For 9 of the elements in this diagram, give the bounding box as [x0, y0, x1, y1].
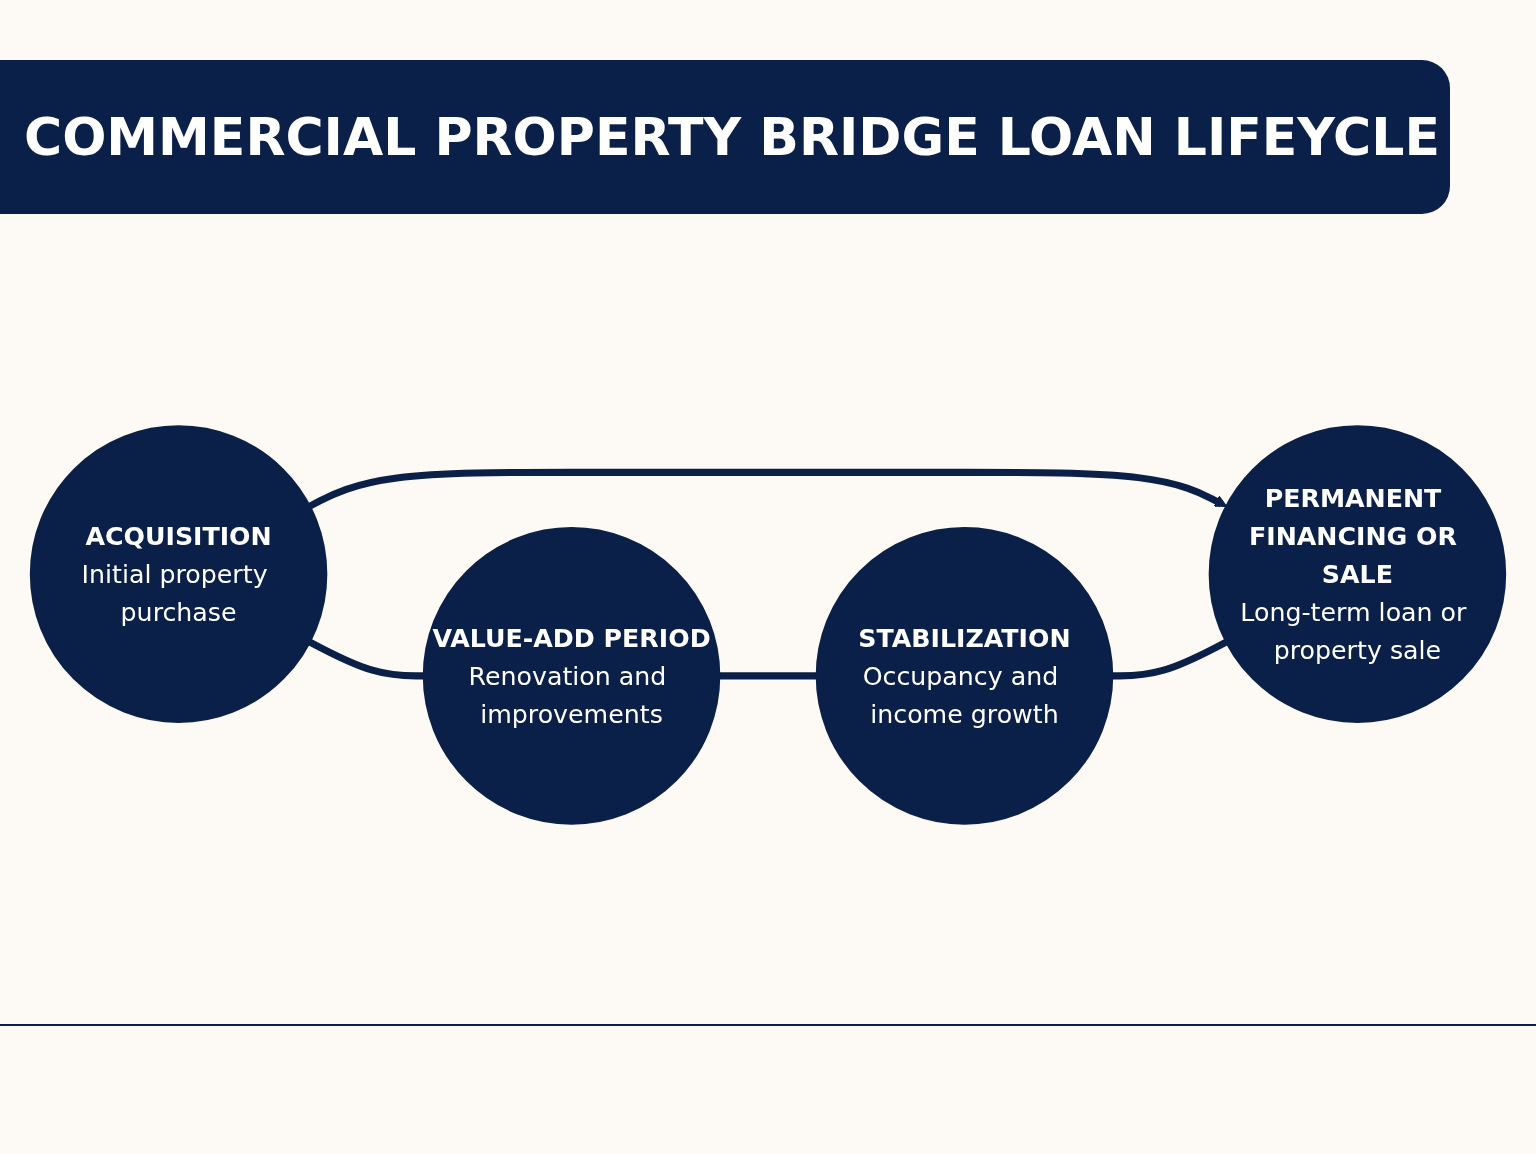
- arrow: [307, 468, 1228, 510]
- connector: [1111, 638, 1229, 680]
- connector: [307, 638, 425, 680]
- node-circle: PERMANENT FINANCING OR SALE Long-term loan or property sale: [1208, 425, 1507, 723]
- node-circle: VALUE-ADD PERIOD Renovation and improvements: [422, 527, 721, 825]
- title: COMMERCIAL PROPERTY BRIDGE LOAN LIFEYCLE: [0, 60, 1450, 214]
- connector: [718, 672, 818, 680]
- node-circle: ACQUISITION Initial property purchase: [29, 425, 328, 723]
- node-circle: STABILIZATION Occupancy and income growth: [815, 527, 1114, 825]
